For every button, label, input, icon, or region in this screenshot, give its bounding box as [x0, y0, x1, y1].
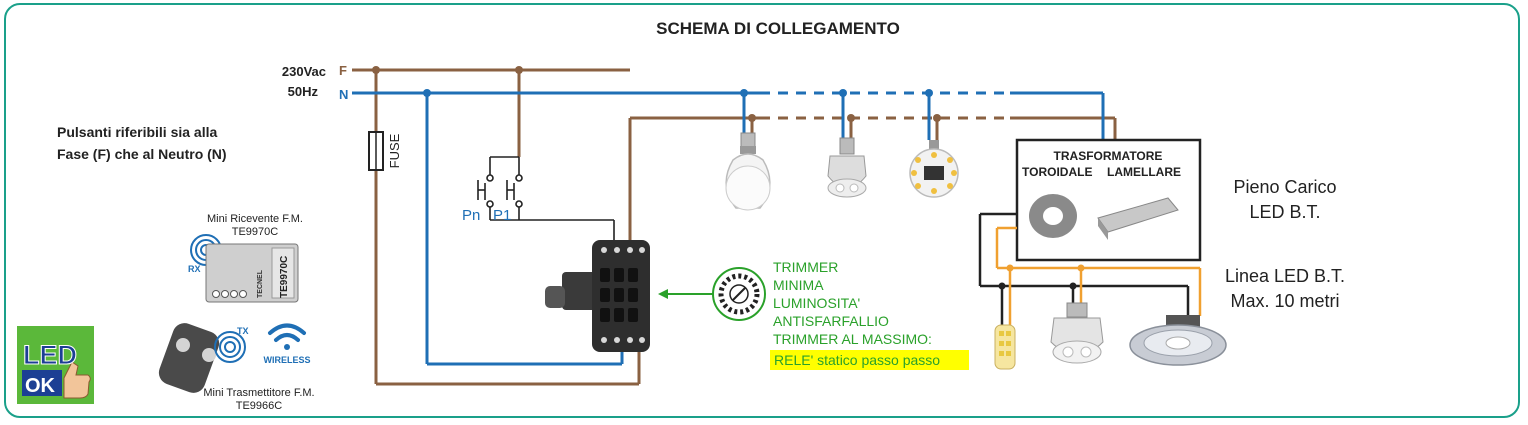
transmitter-tx-label: TX	[237, 326, 249, 336]
receiver-title: Mini Ricevente F.M.	[207, 213, 303, 225]
supply-voltage: 230Vac	[282, 64, 326, 79]
trimmer-highlight-text: RELE' statico passo passo	[774, 352, 940, 368]
trimmer-description: TRIMMER MINIMA LUMINOSITA' ANTISFARFALLI…	[773, 259, 932, 347]
svg-text:TRIMMER: TRIMMER	[773, 259, 838, 275]
svg-text:ANTISFARFALLIO: ANTISFARFALLIO	[773, 313, 889, 329]
receiver-brand: TECNEL	[257, 269, 264, 298]
push-buttons	[477, 156, 615, 242]
note-line-1: Pulsanti riferibili sia alla	[57, 124, 217, 140]
receiver-code: TE9970C	[232, 226, 279, 238]
phase-label: F	[339, 63, 347, 78]
transmitter-code: TE9966C	[236, 400, 283, 412]
trimmer-arrow	[658, 289, 714, 299]
led-line-2: Max. 10 metri	[1230, 291, 1339, 311]
supply-frequency: 50Hz	[288, 84, 319, 99]
wireless-label: WIRELESS	[263, 355, 310, 365]
led-ar111-spot-icon	[1129, 315, 1227, 366]
trimmer-knob-icon	[712, 267, 766, 321]
dimmer-module	[545, 240, 650, 352]
phase-junctions	[372, 66, 941, 122]
diagram-title: SCHEMA DI COLLEGAMENTO	[656, 19, 900, 38]
neutral-junctions	[423, 89, 933, 97]
full-load-line-2: LED B.T.	[1249, 202, 1320, 222]
diagram-frame	[4, 3, 1520, 418]
transformer-toroidal: TOROIDALE	[1022, 165, 1092, 179]
led-spot-gu10-icon	[827, 137, 867, 198]
neutral-wires	[352, 91, 1105, 366]
svg-text:TRIMMER AL MASSIMO:: TRIMMER AL MASSIMO:	[773, 331, 932, 347]
transmitter-signal-icon	[214, 331, 246, 363]
svg-text:MINIMA: MINIMA	[773, 277, 824, 293]
full-load-line-1: Pieno Carico	[1233, 177, 1336, 197]
toroidal-transformer-icon	[1029, 194, 1077, 238]
low-voltage-orange-wires	[995, 226, 1202, 325]
mini-transmitter-device	[158, 323, 220, 393]
trimmer-highlight-box	[770, 350, 969, 370]
note-line-2: Fase (F) che al Neutro (N)	[57, 146, 227, 162]
neutral-label: N	[339, 87, 348, 102]
led-ok-badge	[17, 326, 94, 404]
lamellar-transformer-icon	[1097, 197, 1179, 240]
svg-text:LUMINOSITA': LUMINOSITA'	[773, 295, 860, 311]
wireless-icon	[268, 323, 306, 350]
led-module-disc-icon	[909, 140, 959, 198]
led-ok-ok-text: OK	[25, 375, 56, 397]
button-p1-label: P1	[493, 207, 511, 224]
button-pn-label: Pn	[462, 207, 480, 224]
transformer-lamellar: LAMELLARE	[1107, 165, 1181, 179]
mini-receiver-device	[205, 243, 299, 303]
receiver-device-code: TE9970C	[279, 256, 290, 298]
led-bulb-e27-icon	[725, 132, 771, 211]
receiver-rx-label: RX	[188, 264, 201, 274]
led-ok-led-text: LED	[23, 340, 77, 370]
led-g4-capsule-icon	[994, 324, 1016, 370]
transmitter-title: Mini Trasmettitore F.M.	[203, 387, 314, 399]
led-mr16-spot-icon	[1050, 302, 1104, 364]
led-line-1: Linea LED B.T.	[1225, 266, 1345, 286]
fuse-label: FUSE	[387, 133, 402, 168]
transformer-title: TRASFORMATORE	[1054, 149, 1163, 163]
